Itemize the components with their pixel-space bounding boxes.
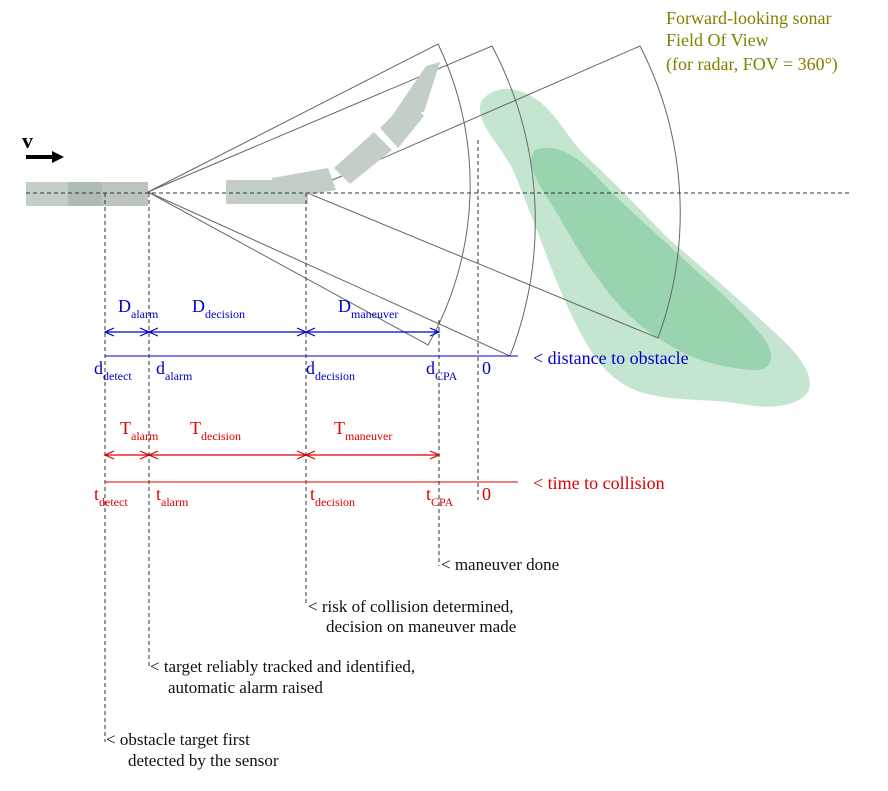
vessel-initial-overlap: [68, 182, 148, 206]
time-axis: Talarm Tdecision Tmaneuver tdetect talar…: [94, 418, 665, 509]
vessel-turning-1: [272, 168, 336, 200]
distance-interval-alarm: Dalarm: [118, 296, 159, 321]
event-decision-line1: < risk of collision determined,: [308, 597, 514, 616]
vessel-turning-4: [392, 62, 440, 116]
event-decision-line2: decision on maneuver made: [326, 617, 516, 636]
distance-interval-arrowhead-2-1: [429, 327, 441, 337]
velocity-label: v: [22, 128, 33, 153]
fov-label-line2: Field Of View: [666, 30, 769, 50]
distance-tick-cpa: dCPA: [426, 358, 458, 383]
fov-label-line3: (for radar, FOV = 360°): [666, 54, 838, 75]
event-alarm-line1: < target reliably tracked and identified…: [150, 657, 415, 676]
fov-cones: [146, 43, 681, 357]
time-interval-maneuver: Tmaneuver: [334, 418, 392, 443]
time-interval-arrowhead-1-0: [147, 450, 159, 460]
time-tick-alarm: talarm: [156, 484, 189, 509]
time-axis-caption: < time to collision: [533, 473, 665, 493]
time-tick-decision: tdecision: [310, 484, 355, 509]
time-interval-arrowhead-2-0: [304, 450, 316, 460]
distance-interval-arrows: [103, 327, 441, 337]
distance-tick-decision: ddecision: [306, 358, 355, 383]
distance-tick-alarm: dalarm: [156, 358, 193, 383]
time-interval-arrowhead-0-0: [103, 450, 115, 460]
time-interval-arrows: [103, 450, 441, 460]
time-tick-detect: tdetect: [94, 484, 128, 509]
vessel-turning-2: [334, 132, 392, 184]
fov-cone-at-alarm: [146, 43, 471, 346]
velocity-arrow: v: [22, 128, 64, 163]
distance-axis-caption: < distance to obstacle: [533, 348, 689, 368]
event-guides: [104, 140, 479, 742]
event-detect-line2: detected by the sensor: [128, 751, 279, 770]
event-notes: < maneuver done < risk of collision dete…: [106, 555, 559, 770]
event-alarm-line2: automatic alarm raised: [168, 678, 323, 697]
obstacle-core-area: [531, 147, 772, 371]
time-interval-decision: Tdecision: [190, 418, 241, 443]
time-zero: 0: [482, 484, 491, 504]
fov-cone-sonar: [303, 45, 681, 339]
distance-axis: Dalarm Ddecision Dmaneuver ddetect dalar…: [94, 296, 689, 383]
vessel-track: [26, 62, 440, 206]
distance-zero: 0: [482, 358, 491, 378]
distance-interval-arrowhead-2-0: [304, 327, 316, 337]
velocity-arrow-head: [52, 151, 64, 163]
fov-label: Forward-looking sonar Field Of View (for…: [666, 8, 838, 75]
distance-interval-decision: Ddecision: [192, 296, 245, 321]
event-maneuver-done: < maneuver done: [441, 555, 559, 574]
distance-interval-arrowhead-0-0: [103, 327, 115, 337]
fov-cone-at-decision: [146, 45, 536, 357]
obstacle-blob: [479, 88, 810, 407]
event-detect-line1: < obstacle target first: [106, 730, 250, 749]
time-interval-alarm: Talarm: [120, 418, 159, 443]
time-tick-cpa: tCPA: [426, 484, 454, 509]
fov-label-line1: Forward-looking sonar: [666, 8, 831, 28]
distance-interval-arrowhead-1-0: [147, 327, 159, 337]
distance-interval-maneuver: Dmaneuver: [338, 296, 398, 321]
time-interval-arrowhead-2-1: [429, 450, 441, 460]
distance-tick-detect: ddetect: [94, 358, 132, 383]
